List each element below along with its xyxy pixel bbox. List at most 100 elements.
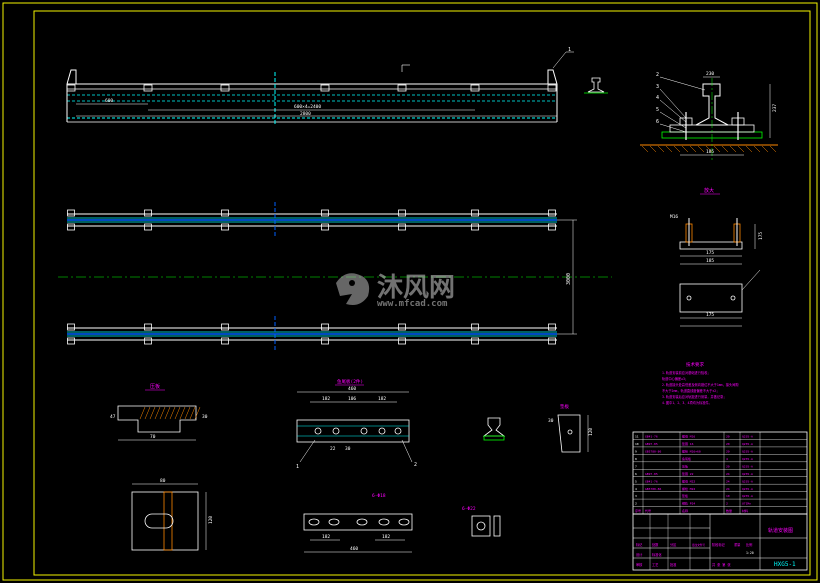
bom-cell: Q235-A: [742, 487, 753, 491]
bom-header-cell: 序号: [635, 508, 641, 513]
washer-view-title: 垫板: [560, 403, 569, 410]
bom-cell: Q235-A: [742, 472, 753, 476]
bom-cell: 5: [635, 479, 637, 483]
bom-cell: Q235-A: [742, 494, 753, 498]
dim-2400: 600×4=2400: [294, 104, 321, 110]
clamp-dim-m16: M16: [670, 214, 678, 220]
rail-clip: [398, 337, 406, 345]
rail-clip: [144, 209, 152, 217]
clamp-dim-175: 175: [706, 250, 714, 256]
rail-pair-view: 3000: [58, 202, 612, 352]
tech-notes-title: 技术要求: [686, 361, 704, 368]
splice-bottom-dim-182a: 182: [322, 534, 330, 540]
bom-cell: GB97-85: [645, 472, 658, 476]
tech-note-line-2: 轨道中心偏差≤3；: [662, 376, 688, 381]
hatch-line: [194, 406, 201, 420]
rail-clip: [143, 84, 153, 92]
bom-cell: Q235-A: [742, 435, 753, 439]
pad-hatch: [139, 406, 201, 420]
rail-clip: [66, 84, 76, 92]
section-callout-2: 2: [656, 72, 659, 78]
hatch-line: [189, 406, 196, 420]
rail-clip: [471, 209, 479, 217]
hatch-line: [641, 145, 649, 153]
bom-header-cell: 名称: [682, 508, 688, 513]
bom-cell: GB41-76: [645, 435, 658, 439]
watermark-logo: [336, 273, 370, 305]
slot-hole: [378, 518, 390, 526]
tech-note-line-5: 3.轨道安装后应对轨距进行测量，并做记录；: [662, 394, 726, 399]
tb-label-approve: 批准: [670, 562, 677, 567]
section-view: 230 185 237 2 3 4 5 6: [640, 71, 778, 160]
rail-clip: [321, 209, 329, 217]
bom-cell: 螺母 M16: [682, 434, 695, 439]
tech-note-line-6: 4.图中1、2、3、4项均为标准件。: [662, 400, 712, 405]
bom-cell: 压板: [682, 463, 688, 468]
dim-600: 600: [105, 98, 113, 104]
rail-fastener-view: [482, 417, 506, 441]
bom-cell: Q235-A: [742, 450, 753, 454]
hatch-line: [665, 145, 673, 153]
hatch-line: [705, 145, 713, 153]
bom-cell: 鱼尾板: [682, 456, 691, 461]
bom-cell: 10: [635, 442, 639, 446]
slot-hole: [308, 518, 320, 526]
splice-plate-title: 鱼尾板(2件): [337, 378, 363, 385]
slot-hole: [398, 518, 410, 526]
bolt-hole: [360, 427, 368, 435]
rail-clip: [144, 323, 152, 331]
tb-drawing-no: HXG5-1: [774, 561, 796, 568]
tech-note-line-3: 2.轨道接头处高低差及侧向错位不大于1mm，接头间隙: [662, 382, 739, 387]
title-block: 标记 处数 分区 更改文件号 设计 标准化 审核 工艺 批准 阶段标记 重量 比…: [632, 513, 808, 571]
clamp-dim-side: 175: [758, 232, 764, 240]
hatch-line: [159, 406, 166, 420]
splice-plate-view: 鱼尾板(2件) 460 182 106 182 22 30 1 2: [296, 378, 417, 470]
hatch-line: [737, 145, 745, 153]
rail-clip: [144, 337, 152, 345]
tech-note-line-1: 1.轨道安装前应对基础进行验收；: [662, 370, 710, 375]
washer-dim-120: 120: [588, 428, 594, 436]
rail-clip: [397, 84, 407, 92]
splice-dim-22: 22: [330, 446, 336, 452]
bom-cell: 7: [635, 464, 637, 468]
hatch-line: [164, 406, 171, 420]
bom-cell: GB5780-86: [645, 450, 661, 454]
section-callout-3: 3: [656, 84, 659, 90]
rail-clip: [398, 223, 406, 231]
slot-hole: [328, 518, 340, 526]
bom-cell: GB97-85: [645, 442, 658, 446]
section-callout-4: 4: [656, 95, 659, 101]
rail-clip: [321, 223, 329, 231]
bolt-hole: [314, 427, 322, 435]
bom-cell: 4: [635, 487, 637, 491]
rail-clip: [471, 337, 479, 345]
hatch-line: [179, 406, 186, 420]
rail-clip: [67, 323, 75, 331]
hatch-line: [761, 145, 769, 153]
hatch-line: [753, 145, 761, 153]
pad-dim-70: 70: [150, 434, 156, 440]
rail-clip: [548, 323, 556, 331]
rail-clip: [471, 323, 479, 331]
tb-scale-value: 1:20: [746, 551, 754, 555]
bom-cell: GB5780-86: [645, 487, 661, 491]
pair-clips: [67, 209, 556, 345]
bom-cell: 钢轨 P24: [682, 501, 695, 506]
dim-2800: 2800: [300, 111, 311, 117]
bom-cell: 2: [726, 502, 728, 506]
bom-cell: 螺栓 M16×60: [682, 449, 701, 454]
hatch-line: [174, 406, 181, 420]
callout-1: 1: [568, 47, 571, 53]
splice-dim-106: 106: [348, 396, 356, 402]
tech-note-line-4: 不大于2mm，轨道直线度偏差不大于±2；: [662, 388, 719, 393]
dim-3000: 3000: [566, 273, 572, 285]
splice-bottom-dim-460: 460: [350, 546, 358, 552]
bom-cell: 24: [726, 479, 730, 483]
dim-185: 185: [706, 149, 714, 155]
splice-dim-30: 30: [345, 446, 351, 452]
tb-label-count: 处数: [652, 542, 659, 547]
rail-clip: [67, 209, 75, 217]
